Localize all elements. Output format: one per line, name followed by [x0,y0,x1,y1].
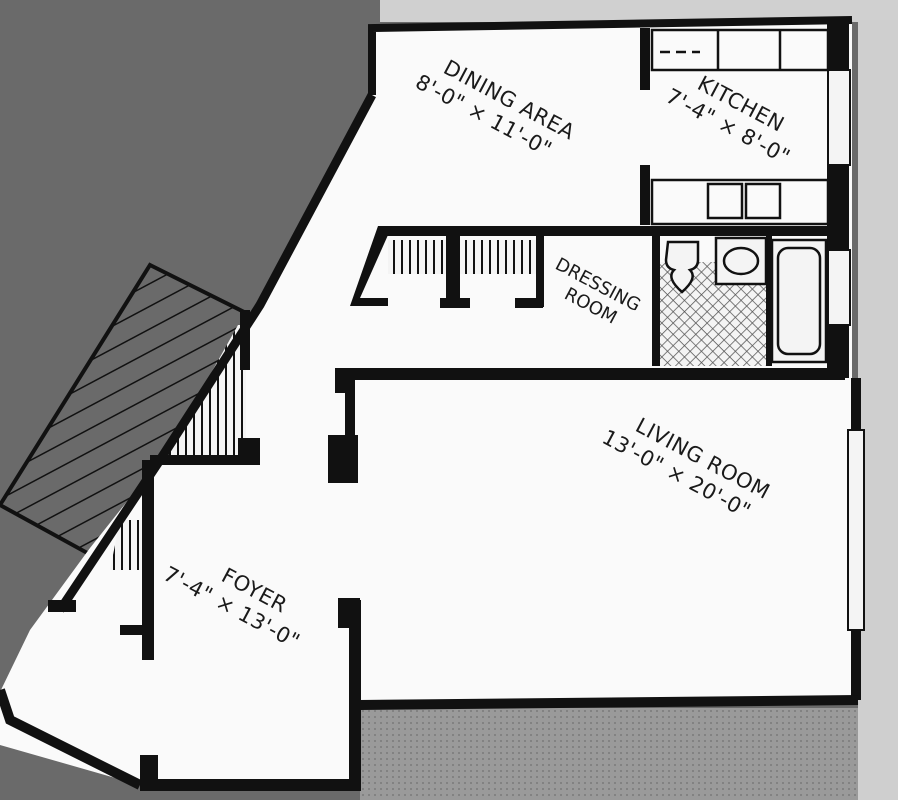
windows [827,69,865,631]
kitchen-fixtures [650,28,830,226]
apartment-floor [0,20,852,785]
foyer-railing [110,520,142,570]
top-strip [380,0,898,22]
right-strip [858,20,898,800]
bottom-terrace [360,708,858,800]
interior-walls [48,28,845,785]
bathroom-fixtures [664,236,828,364]
closet-railing [388,240,536,274]
